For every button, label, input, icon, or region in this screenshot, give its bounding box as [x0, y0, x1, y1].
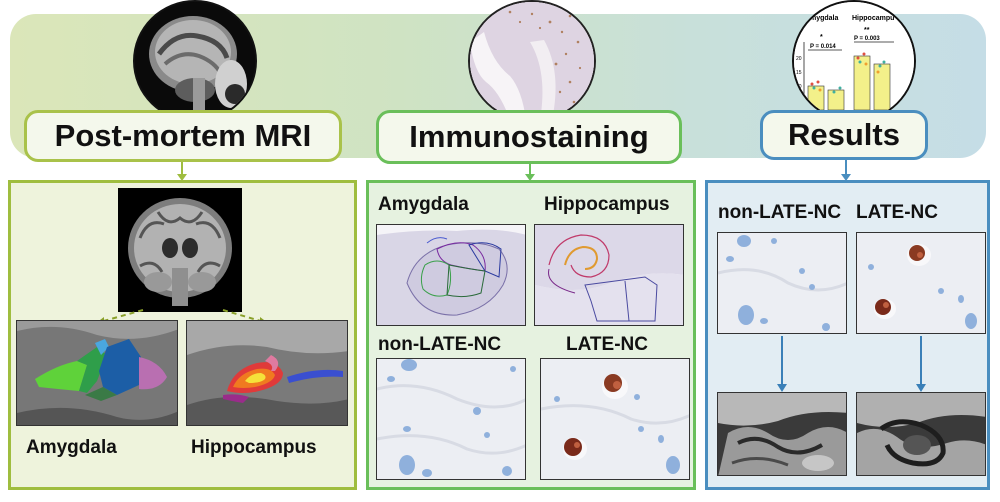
immuno-amygdala-section: [376, 224, 526, 326]
mri-label-amygdala: Amygdala: [26, 437, 117, 458]
immuno-label-non-late-nc: non-LATE-NC: [378, 334, 502, 355]
mri-label-hippocampus: Hippocampus: [191, 437, 317, 458]
title-post-mortem-mri-text: Post-mortem MRI: [54, 118, 312, 153]
immuno-label-hippocampus: Hippocampus: [544, 194, 670, 215]
title-post-mortem-mri: Post-mortem MRI: [24, 110, 342, 162]
results-non-late-nc-mri: [717, 392, 847, 476]
mri-amygdala-segmentation: [16, 320, 178, 426]
immuno-non-late-nc-micrograph: [376, 358, 526, 480]
results-down-arrows: [777, 336, 926, 392]
immuno-late-nc-micrograph: [540, 358, 690, 480]
thumb-left-title: mygdala: [810, 15, 839, 22]
title-results: Results: [760, 110, 928, 160]
mri-coronal-image: [118, 188, 242, 312]
title-results-text: Results: [788, 117, 900, 152]
immunostain-thumbnail: [468, 0, 596, 122]
mri-sagittal-thumbnail: [133, 0, 257, 122]
title-immunostaining-text: Immunostaining: [409, 119, 649, 154]
results-non-late-nc-micrograph: [717, 232, 847, 334]
thumb-right-star: **: [864, 27, 870, 34]
immuno-label-amygdala: Amygdala: [378, 194, 469, 215]
results-chart-thumbnail: mygdala Hippocampu * ** P = 0.014 P = 0.…: [792, 0, 916, 122]
mri-hippocampus-segmentation: [186, 320, 348, 426]
title-immunostaining: Immunostaining: [376, 110, 682, 164]
thumb-ytick-1: 15: [796, 70, 802, 76]
immuno-hippocampus-section: [534, 224, 684, 326]
immuno-label-late-nc: LATE-NC: [566, 334, 648, 355]
results-label-late-nc: LATE-NC: [856, 202, 938, 223]
thumb-right-p: P = 0.003: [854, 36, 880, 42]
results-label-non-late-nc: non-LATE-NC: [718, 202, 842, 223]
thumb-left-p: P = 0.014: [810, 44, 836, 50]
thumb-left-star: *: [820, 34, 823, 41]
thumb-right-title: Hippocampu: [852, 15, 894, 22]
results-late-nc-mri: [856, 392, 986, 476]
results-late-nc-micrograph: [856, 232, 986, 334]
thumb-ytick-0: 20: [796, 56, 802, 62]
